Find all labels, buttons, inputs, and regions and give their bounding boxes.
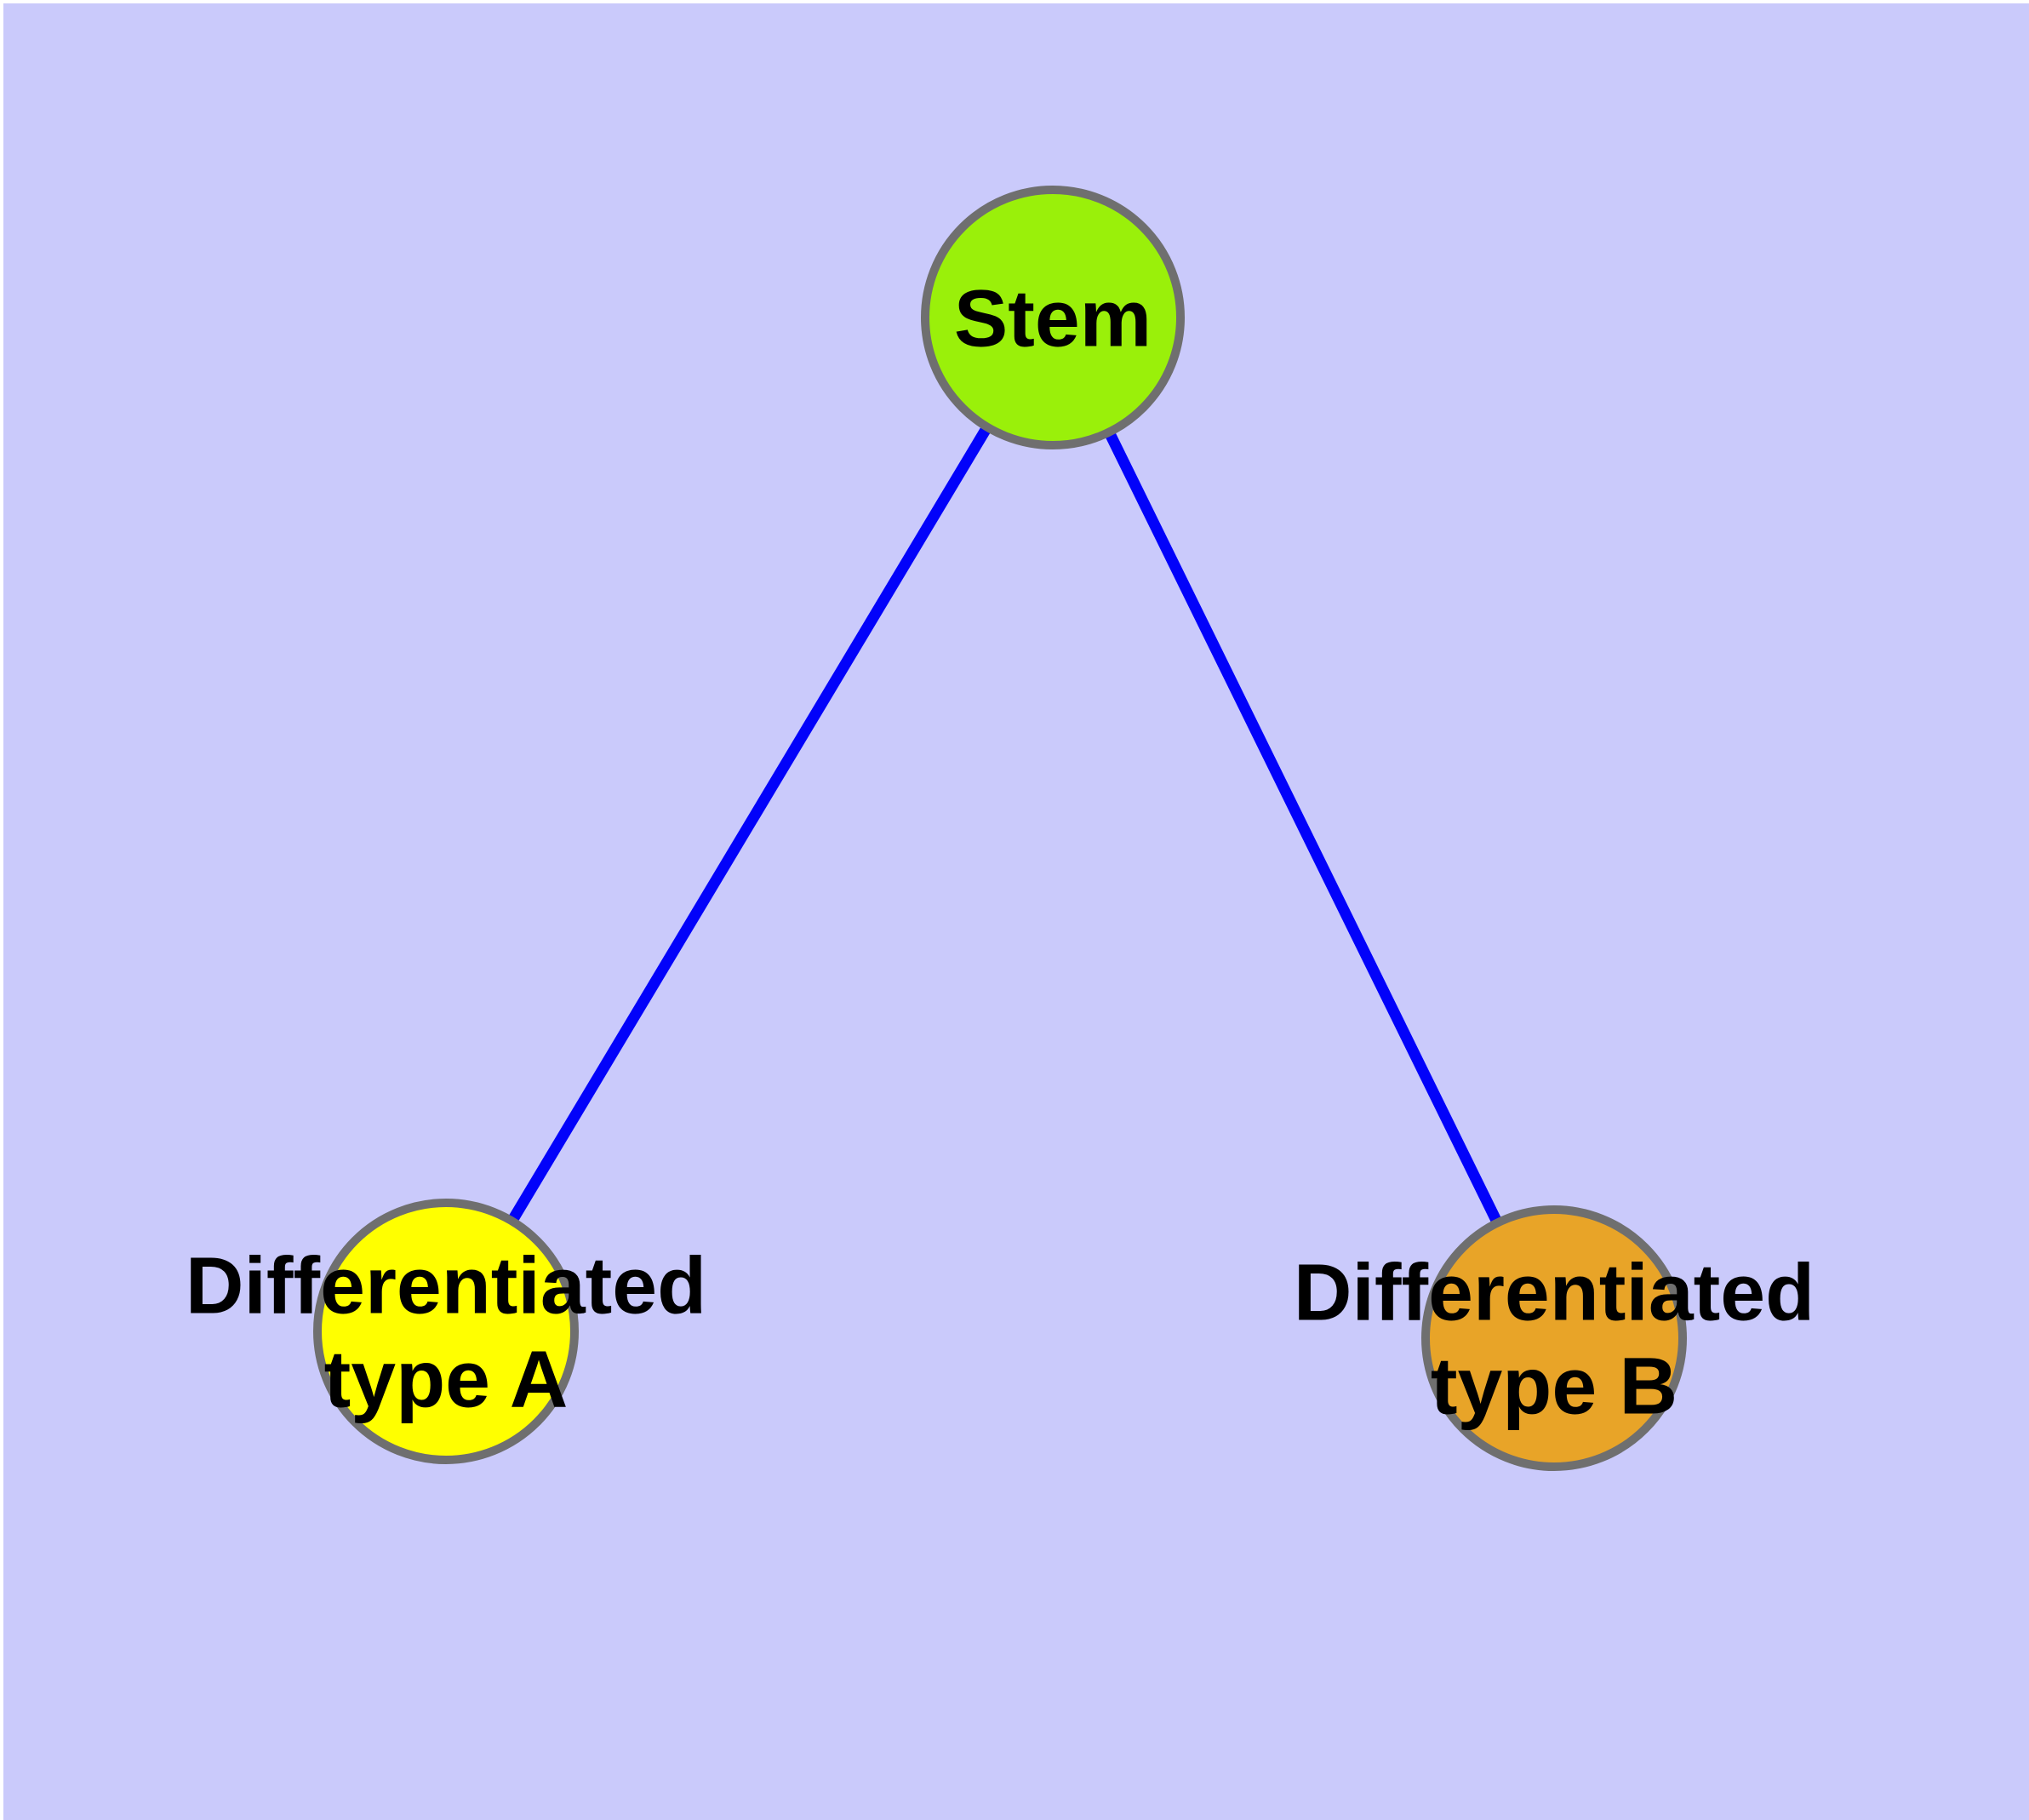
node-stem-label: Stem bbox=[954, 273, 1152, 363]
node-layer bbox=[313, 186, 1687, 1471]
node-type-b-label-line1: Differentiated bbox=[1294, 1247, 1815, 1337]
edge-layer bbox=[441, 314, 1559, 1341]
node-stem-circle bbox=[921, 186, 1185, 449]
node-type-a-circle bbox=[313, 1199, 579, 1464]
edge-stem-to-type-a bbox=[441, 314, 1058, 1335]
node-type-b-label-line2: type B bbox=[1431, 1341, 1677, 1431]
label-layer: Stem Differentiated type A Differentiate… bbox=[186, 273, 1815, 1431]
node-type-b-circle bbox=[1421, 1205, 1687, 1471]
edge-stem-to-type-b bbox=[1048, 315, 1559, 1341]
node-type-a-label-line1: Differentiated bbox=[186, 1240, 706, 1331]
node-type-a-label-line2: type A bbox=[324, 1334, 569, 1424]
